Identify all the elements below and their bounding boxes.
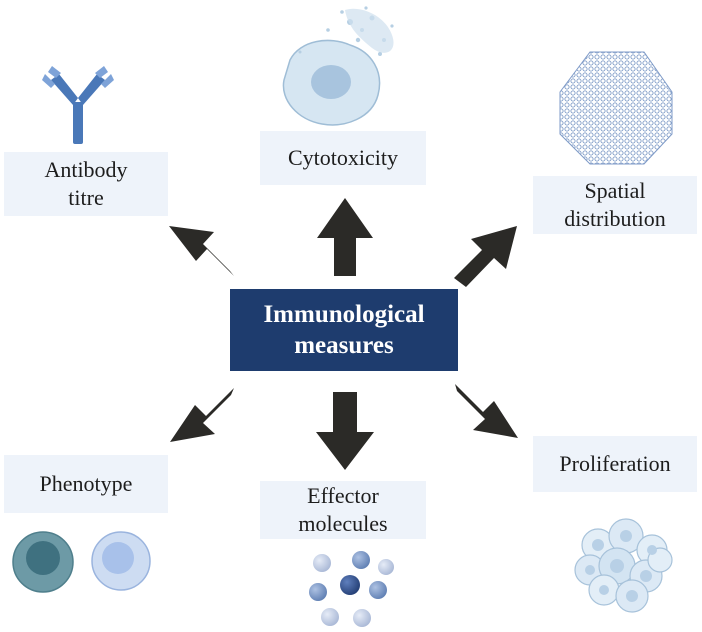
arrow-down xyxy=(316,392,374,470)
lysing-cell-icon xyxy=(282,6,394,126)
immune-cells-icon xyxy=(12,531,151,593)
arrow-up xyxy=(317,198,373,276)
arrow-up-left xyxy=(169,226,234,276)
spatial-line2: distribution xyxy=(564,206,666,231)
label-phenotype: Phenotype xyxy=(4,455,168,513)
arrow-down-left xyxy=(170,388,234,442)
center-title-line1: Immunological xyxy=(263,301,425,328)
proliferating-cells-icon xyxy=(574,518,673,613)
proliferation-text: Proliferation xyxy=(559,451,671,476)
antibody-line2: titre xyxy=(68,185,104,210)
label-proliferation: Proliferation xyxy=(533,436,697,492)
molecules-icon xyxy=(309,551,394,627)
label-antibody-titre: Antibody titre xyxy=(4,152,168,216)
antibody-line1: Antibody xyxy=(44,157,128,182)
phenotype-text: Phenotype xyxy=(39,471,133,496)
cytotoxicity-text: Cytotoxicity xyxy=(288,145,398,170)
arrow-down-right xyxy=(455,384,518,438)
spatial-line1: Spatial xyxy=(584,178,646,203)
center-box-immunological-measures: Immunological measures xyxy=(230,289,458,371)
antibody-icon xyxy=(42,66,114,144)
label-spatial-distribution: Spatial distribution xyxy=(533,176,697,234)
label-cytotoxicity: Cytotoxicity xyxy=(260,131,426,185)
cell-cluster-icon xyxy=(559,51,673,165)
center-title-line2: measures xyxy=(294,332,394,359)
label-effector-molecules: Effector molecules xyxy=(260,481,426,539)
arrow-up-right xyxy=(454,226,517,287)
effector-line1: Effector xyxy=(307,483,379,508)
effector-line2: molecules xyxy=(298,511,388,536)
